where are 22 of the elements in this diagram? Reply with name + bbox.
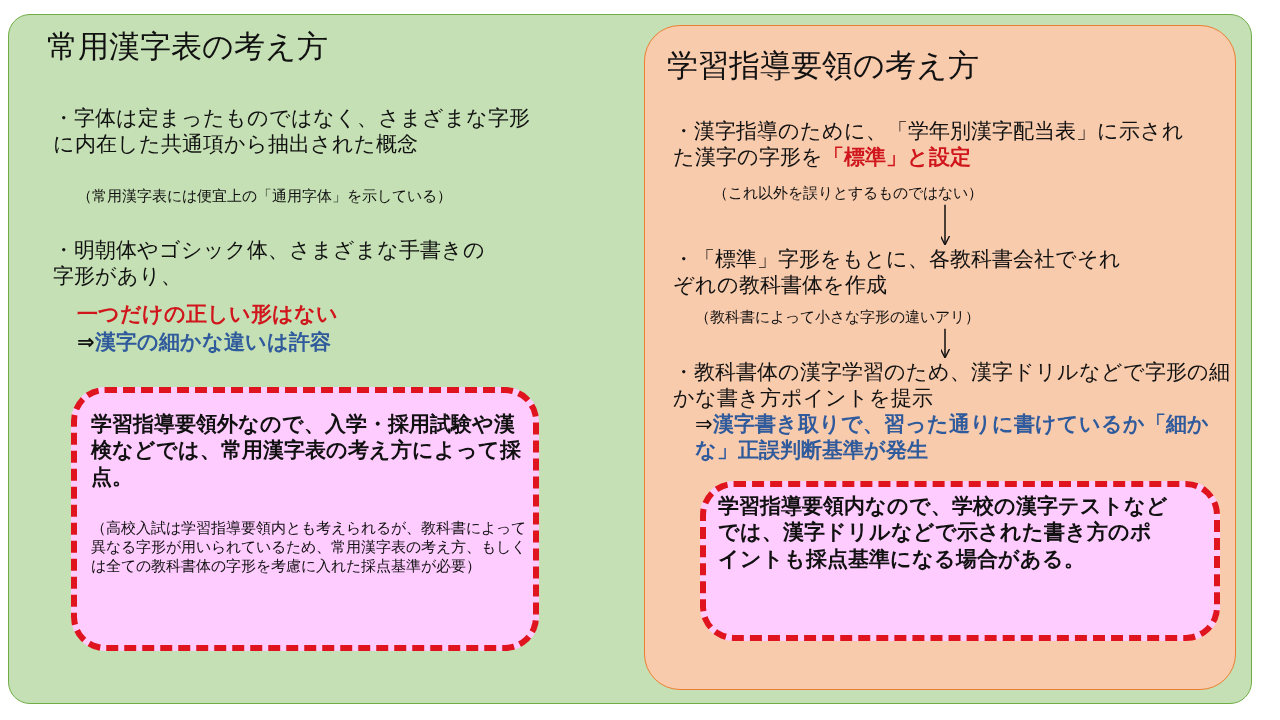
dashed-note-box: [700, 481, 1220, 641]
note-text: （高校入試は学習指導要領内とも考えられるが、教科書によって異なる字形が用いられているため、常用漢字表の考え方、もしくは全ての教科書体の字形を考慮に入れた採点基準が必要）: [91, 519, 527, 576]
note-text: 学習指導要領内なので、学校の漢字テストなどでは、漢字ドリルなどで示された書き方のポイントも採点基準になる場合がある。: [718, 493, 1168, 572]
emphasis-text: 一つだけの正しい形はない: [77, 301, 339, 328]
panel: [644, 25, 1236, 690]
emphasis-text: ⇒漢字の細かな違いは許容: [77, 329, 332, 356]
note-text: （教科書によって小さな字形の違いアリ）: [695, 308, 981, 327]
bullet-text: ・漢字指導のために、「学年別漢字配当表」に示された漢字の字形を「標準」と設定: [673, 118, 1185, 171]
note-text: 学習指導要領外なので、入学・採用試験や漢検などでは、常用漢字表の考え方によって採点。: [91, 411, 521, 490]
emphasis-text: ⇒漢字書き取りで、習った通りに書けているか「細かな」正誤判断基準が発生: [695, 411, 1210, 464]
dashed-note-box: [71, 387, 539, 651]
note-text: （常用漢字表には便宜上の「通用字体」を示している）: [77, 187, 453, 206]
bullet-text: ・「標準」字形をもとに、各教科書会社でそれぞれの教科書体を作成: [673, 246, 1122, 299]
bullet-text: ・教科書体の漢字学習のため、漢字ドリルなどで字形の細かな書き方ポイントを提示: [673, 359, 1231, 412]
arrow: [939, 204, 951, 246]
note-text: （これ以外を誤りとするものではない）: [713, 184, 984, 203]
panel-heading: 学習指導要領の考え方: [667, 46, 980, 85]
panel: [8, 14, 1252, 704]
bullet-text: ・字体は定まったものではなく、さまざまな字形に内在した共通項から抽出された概念: [53, 105, 531, 158]
panel-heading: 常用漢字表の考え方: [47, 27, 329, 66]
bullet-text: ・明朝体やゴシック体、さまざまな手書きの字形があり、: [53, 237, 486, 290]
arrow: [939, 328, 951, 359]
